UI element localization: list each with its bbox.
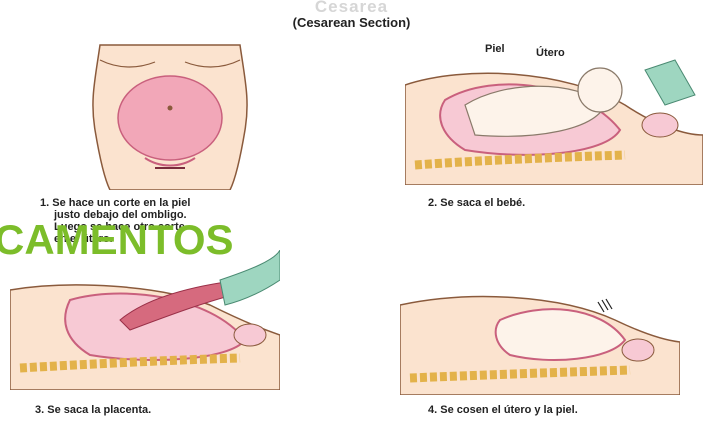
panel-3-caption: 3. Se saca la placenta.	[35, 404, 151, 416]
panel-1-abdomen-illustration	[60, 40, 280, 190]
panel-4-caption: 4. Se cosen el útero y la piel.	[428, 404, 578, 416]
watermark-overlay-text: CAMENTOS	[0, 216, 234, 264]
uterus-shape	[118, 76, 222, 160]
panel-1-caption-line: 1. Se hace un corte en la piel	[40, 197, 190, 209]
uterus-label: Útero	[536, 47, 565, 59]
panel-3-caption-line: 3. Se saca la placenta.	[35, 404, 151, 416]
panel-2-baby-illustration	[405, 45, 703, 185]
panel-3-placenta-illustration	[10, 250, 280, 390]
navel-mark	[168, 106, 173, 111]
panel-4-caption-line: 4. Se cosen el útero y la piel.	[428, 404, 578, 416]
panel-2-caption: 2. Se saca el bebé.	[428, 197, 525, 209]
panel-4-suture-illustration	[400, 280, 680, 395]
skin-label: Piel	[485, 43, 505, 55]
suture-mark	[598, 299, 612, 312]
diagram-subtitle: (Cesarean Section)	[0, 15, 703, 30]
panel-2-caption-line: 2. Se saca el bebé.	[428, 197, 525, 209]
